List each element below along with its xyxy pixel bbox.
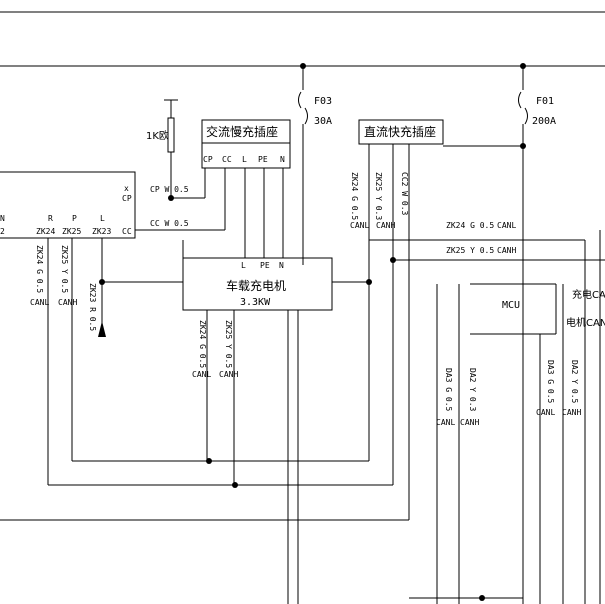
svg-text:ZK25 Y 0.5: ZK25 Y 0.5 — [446, 246, 494, 255]
svg-text:PE: PE — [260, 261, 270, 270]
svg-text:L: L — [241, 261, 246, 270]
svg-text:N: N — [0, 214, 5, 223]
svg-text:PE: PE — [258, 155, 268, 164]
svg-text:ZK25 Y 0.5: ZK25 Y 0.5 — [224, 320, 233, 368]
arrow-icon — [98, 321, 106, 337]
left-connector: x CP N R P L 2 ZK24 ZK25 ZK23 CC — [0, 171, 136, 239]
svg-text:CANH: CANH — [562, 408, 581, 417]
fuse-f01: F01 200A — [518, 66, 556, 604]
svg-text:CANH: CANH — [58, 298, 77, 307]
svg-text:CANH: CANH — [376, 221, 395, 230]
motor-can-label: 电机CAN — [566, 316, 605, 329]
svg-text:P: P — [72, 214, 77, 223]
svg-text:ZK24 G 0.5: ZK24 G 0.5 — [198, 320, 207, 368]
fuse-f03: F03 30A — [298, 66, 332, 265]
svg-text:CP: CP — [203, 155, 213, 164]
svg-text:x: x — [124, 184, 129, 193]
svg-text:CANH: CANH — [497, 246, 516, 255]
wire-label-cc: CC W 0.5 — [150, 219, 189, 228]
fuse-f01-name: F01 — [536, 96, 554, 107]
mcu-box: MCU — [470, 283, 557, 335]
svg-text:DA2 Y 0.3: DA2 Y 0.3 — [468, 368, 477, 412]
svg-text:ZK23 R 0.5: ZK23 R 0.5 — [88, 283, 97, 331]
onboard-charger: L PE N 车载充电机 3.3KW — [182, 240, 333, 311]
svg-text:ZK25 Y 0.3: ZK25 Y 0.3 — [374, 172, 383, 220]
ac-port-title: 交流慢充插座 — [206, 124, 278, 139]
svg-text:DA3 G 0.5: DA3 G 0.5 — [546, 360, 555, 404]
svg-text:ZK24: ZK24 — [36, 227, 55, 236]
resistor-label: 1K欧 — [146, 130, 169, 142]
svg-text:N: N — [280, 155, 285, 164]
svg-text:ZK23: ZK23 — [92, 227, 111, 236]
svg-text:CANL: CANL — [497, 221, 516, 230]
svg-text:CANL: CANL — [192, 370, 211, 379]
mcu-label: MCU — [502, 300, 520, 311]
dc-fast-charge-port: 直流快充插座 — [358, 119, 444, 145]
dc-port-title: 直流快充插座 — [364, 124, 436, 139]
charger-power: 3.3KW — [240, 297, 271, 308]
svg-text:L: L — [242, 155, 247, 164]
svg-text:ZK24 G 0.5: ZK24 G 0.5 — [350, 172, 359, 220]
resistor-1k: 1K欧 — [146, 99, 178, 201]
fuse-f01-rating: 200A — [532, 116, 556, 127]
svg-text:CP: CP — [122, 194, 132, 203]
svg-text:CC2 W 0.3: CC2 W 0.3 — [400, 172, 409, 216]
fuse-f03-name: F03 — [314, 96, 332, 107]
svg-text:L: L — [100, 214, 105, 223]
svg-text:CANL: CANL — [536, 408, 555, 417]
charger-title: 车载充电机 — [226, 278, 286, 293]
svg-text:N: N — [279, 261, 284, 270]
svg-text:CANL: CANL — [350, 221, 369, 230]
svg-text:DA3 G 0.5: DA3 G 0.5 — [444, 368, 453, 412]
svg-text:ZK25 Y 0.5: ZK25 Y 0.5 — [60, 245, 69, 293]
svg-text:ZK24 G 0.5: ZK24 G 0.5 — [35, 245, 44, 293]
fuse-f03-rating: 30A — [314, 116, 332, 127]
svg-text:DA2 Y 0.5: DA2 Y 0.5 — [570, 360, 579, 404]
svg-text:CANL: CANL — [30, 298, 49, 307]
svg-text:CANH: CANH — [460, 418, 479, 427]
wire-label-cp: CP W 0.5 — [150, 185, 189, 194]
svg-text:CANL: CANL — [436, 418, 455, 427]
svg-text:R: R — [48, 214, 53, 223]
svg-text:ZK24 G 0.5: ZK24 G 0.5 — [446, 221, 494, 230]
charge-can-label: 充电CAN — [572, 288, 605, 301]
svg-text:ZK25: ZK25 — [62, 227, 81, 236]
svg-text:CC: CC — [122, 227, 132, 236]
svg-text:CC: CC — [222, 155, 232, 164]
svg-text:CANH: CANH — [219, 370, 238, 379]
ac-slow-charge-port: 交流慢充插座 CP CC L PE N — [201, 119, 291, 169]
svg-text:2: 2 — [0, 227, 5, 236]
